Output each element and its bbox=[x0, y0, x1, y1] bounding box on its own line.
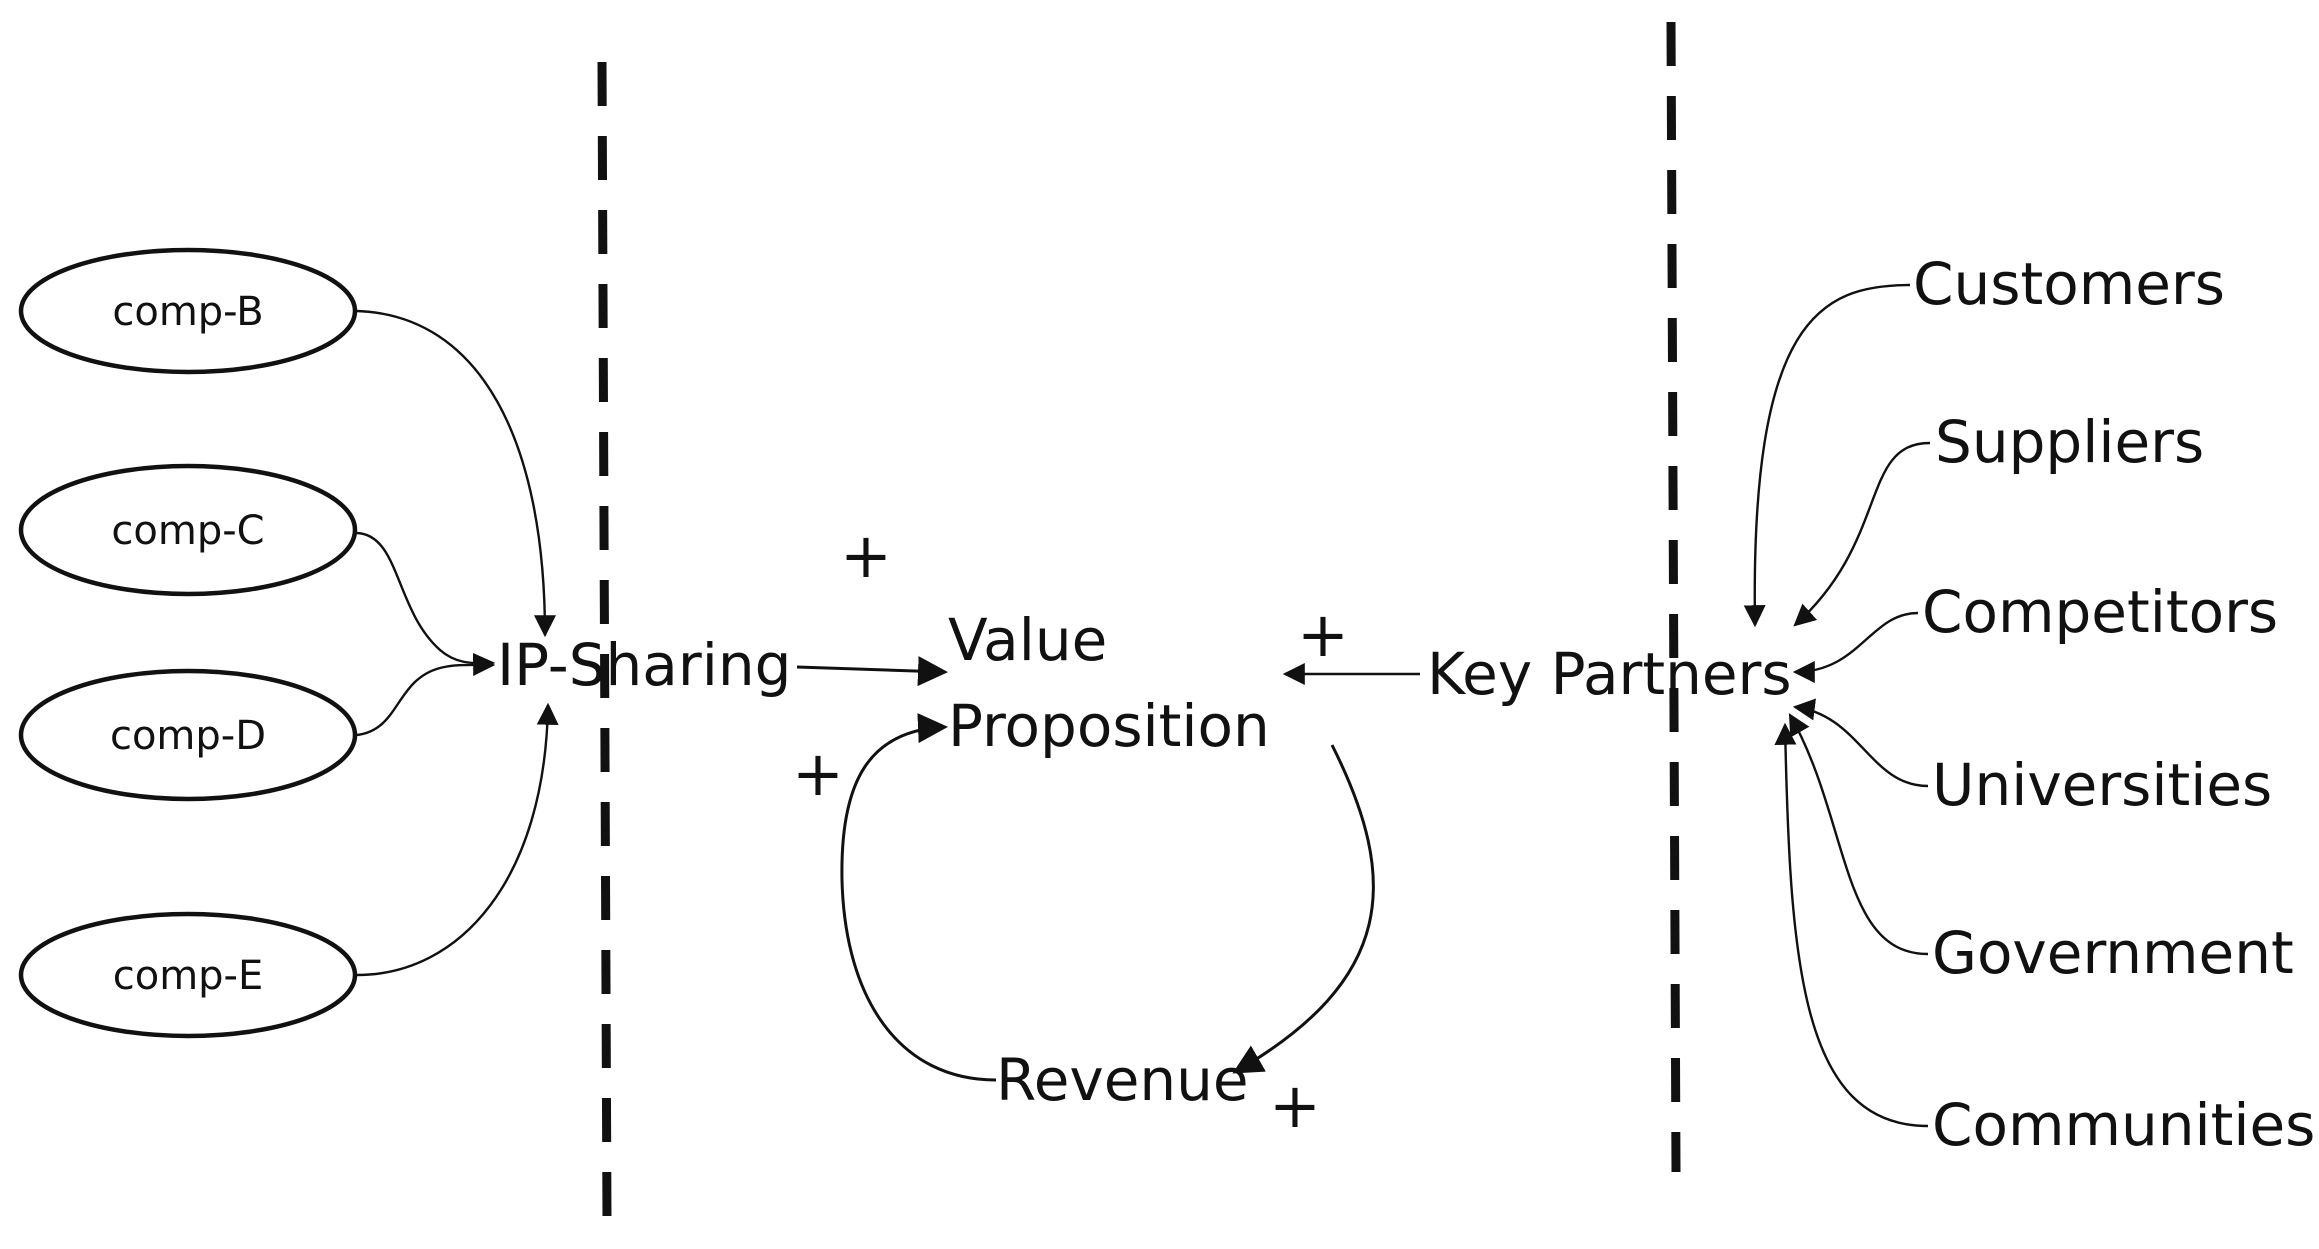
sign-partners-to-value: + bbox=[1297, 598, 1349, 671]
edge-government-to-key-partners bbox=[1788, 713, 1929, 956]
node-ip-sharing: IP-Sharing bbox=[497, 631, 791, 699]
edge-comp-e-to-ip-sharing bbox=[356, 702, 559, 977]
component-label: comp-E bbox=[113, 953, 264, 999]
edge-communities-to-key-partners bbox=[1774, 722, 1929, 1128]
partner-communities: Communities bbox=[1932, 1091, 2315, 1159]
component-comp-b[interactable]: comp-B bbox=[18, 247, 358, 375]
component-label: comp-B bbox=[112, 289, 263, 335]
node-key-partners: Key Partners bbox=[1427, 640, 1792, 708]
component-label: comp-C bbox=[111, 508, 264, 554]
partner-competitors: Competitors bbox=[1922, 578, 2278, 646]
edge-revenue-to-value-proposition bbox=[840, 713, 997, 1082]
edge-comp-b-to-ip-sharing bbox=[356, 309, 556, 638]
edge-comp-d-to-ip-sharing bbox=[356, 653, 496, 737]
node-value-proposition-line1: Value bbox=[948, 606, 1107, 674]
component-comp-d[interactable]: comp-D bbox=[18, 668, 358, 802]
partner-customers: Customers bbox=[1913, 250, 2225, 318]
partner-government: Government bbox=[1932, 919, 2294, 987]
sign-value-to-revenue: + bbox=[1269, 1069, 1321, 1142]
edge-universities-to-key-partners bbox=[1792, 698, 1929, 788]
partner-suppliers: Suppliers bbox=[1935, 408, 2204, 476]
edge-value-proposition-to-revenue bbox=[1232, 744, 1375, 1074]
edge-comp-c-to-ip-sharing bbox=[356, 531, 496, 675]
right-boundary-line bbox=[1666, 21, 1681, 1173]
node-value-proposition-line2: Proposition bbox=[948, 692, 1270, 760]
edge-customers-to-key-partners bbox=[1743, 283, 1911, 628]
edge-competitors-to-key-partners bbox=[1792, 611, 1919, 683]
component-label: comp-D bbox=[110, 713, 266, 759]
component-comp-c[interactable]: comp-C bbox=[18, 463, 358, 597]
edge-suppliers-to-key-partners bbox=[1793, 441, 1931, 627]
node-revenue: Revenue bbox=[996, 1046, 1249, 1114]
left-boundary-line bbox=[597, 61, 612, 1223]
sign-ip-to-value: + bbox=[840, 519, 892, 592]
partner-universities: Universities bbox=[1932, 751, 2272, 819]
sign-revenue-to-value: + bbox=[792, 737, 844, 810]
component-comp-e[interactable]: comp-E bbox=[18, 911, 358, 1039]
edge-ip-sharing-to-value-proposition bbox=[796, 656, 948, 687]
